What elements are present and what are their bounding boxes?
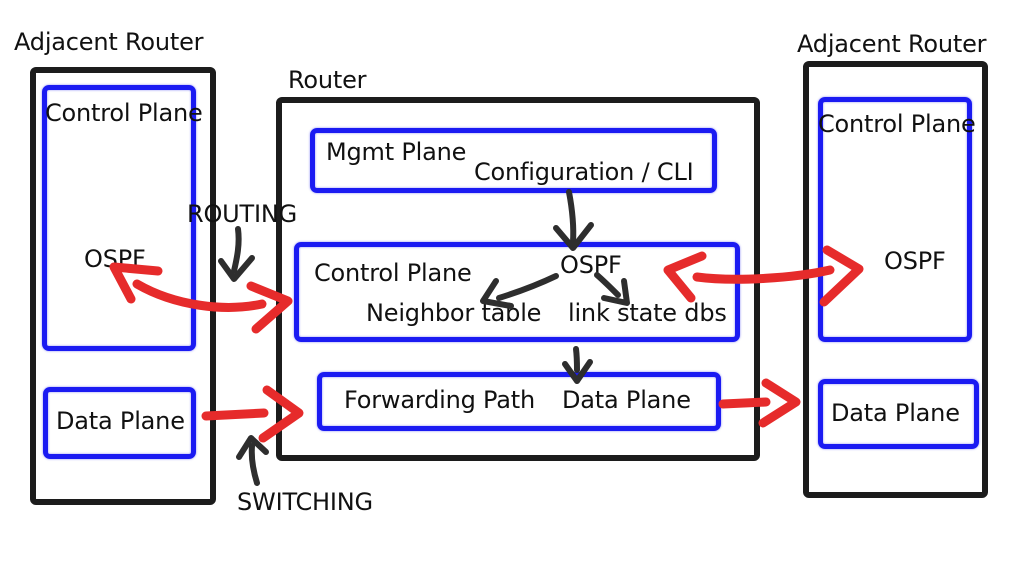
center-ospf-label: OSPF [560,251,622,279]
left-router-title: Adjacent Router [14,28,204,56]
left-control-plane-box [42,85,196,351]
right-control-plane-label: Control Plane [818,110,976,138]
link-state-dbs-label: link state dbs [568,299,727,327]
right-control-plane-box [818,97,972,342]
right-ospf-label: OSPF [884,247,946,275]
center-data-plane-label: Data Plane [562,386,691,414]
center-router-title: Router [288,66,367,94]
switching-up-arrow [236,435,269,486]
neighbor-table-label: Neighbor table [366,299,542,327]
mgmt-plane-box [310,128,717,193]
configuration-cli-label: Configuration / CLI [474,158,694,186]
center-control-plane-box [294,242,740,342]
switching-label: SWITCHING [237,488,373,516]
left-control-plane-label: Control Plane [45,99,203,127]
right-data-plane-label: Data Plane [831,399,960,427]
left-ospf-label: OSPF [84,245,146,273]
center-control-plane-label: Control Plane [314,259,472,287]
routing-label: ROUTING [187,200,298,228]
mgmt-plane-label: Mgmt Plane [326,138,467,166]
forwarding-path-label: Forwarding Path [344,386,535,414]
routing-down-arrow [218,226,255,282]
right-data-plane-box [818,379,979,449]
left-data-plane-label: Data Plane [56,407,185,435]
left-data-plane-box [43,387,196,459]
right-router-title: Adjacent Router [797,30,987,58]
